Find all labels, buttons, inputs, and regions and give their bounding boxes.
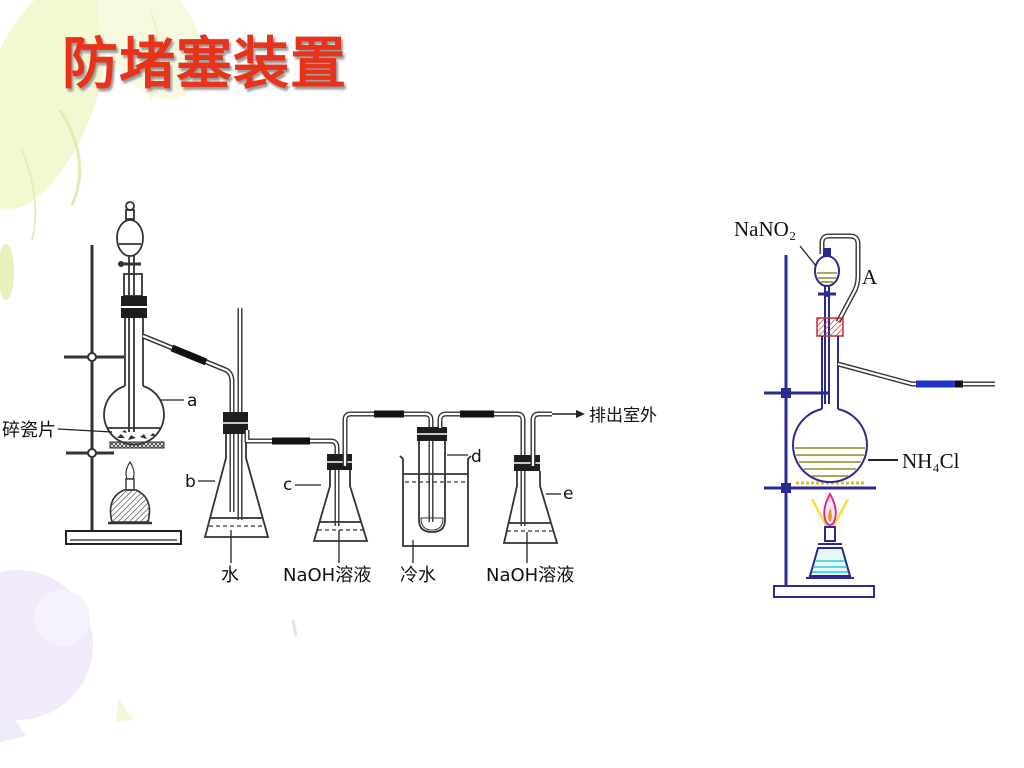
lamp-wick-holder <box>824 526 836 542</box>
label-d: d <box>471 447 482 467</box>
nano2-leader <box>799 245 817 267</box>
exhaust-arrow-head <box>576 410 585 418</box>
flask-b <box>203 308 270 538</box>
label-e: e <box>563 484 573 504</box>
funnel-bulb <box>814 255 840 287</box>
glass-tube-bore <box>531 412 552 466</box>
nh4cl-flask <box>792 317 868 484</box>
test-tube <box>418 441 446 533</box>
funnel-bulb <box>116 219 144 257</box>
leaf-shape <box>0 0 106 210</box>
porcelain-label: 碎瓷片 <box>2 420 56 441</box>
funnel-stopper-knob <box>125 201 135 211</box>
delivery-tube-d-to-e <box>437 410 526 526</box>
glass-tube <box>437 411 526 526</box>
tube-a-label: A <box>862 265 878 289</box>
delivery-tube-b-to-c <box>244 430 340 526</box>
water-label: 水 <box>221 565 239 586</box>
flask-b-body <box>203 434 270 538</box>
right-apparatus-labels: NaNO₂ A NH₄Cl <box>734 217 960 473</box>
left-apparatus-labels: 碎瓷片 a b c d e 水 NaOH溶液 冷水 NaOH溶液 <box>2 391 574 586</box>
label-c: c <box>283 475 292 495</box>
porcelain-fragments <box>117 430 156 440</box>
distillation-apparatus: 排出室外 碎瓷片 a b c d e 水 NaOH溶液 <box>2 201 657 586</box>
glass-tube-bore <box>142 334 234 512</box>
nh4cl-label: NH₄Cl <box>902 449 960 473</box>
stand-base <box>65 530 182 545</box>
label-a: a <box>187 391 197 411</box>
flask-e-body <box>502 471 559 544</box>
delivery-tube-c-to-d <box>342 410 434 522</box>
test-tube-condensate <box>420 517 444 531</box>
lamp-body <box>109 489 151 523</box>
upper-clamp-knob <box>87 352 97 362</box>
gas-outlet-tube <box>837 361 995 388</box>
upper-clamp-knob <box>781 388 791 398</box>
alcohol-lamp-right <box>806 492 854 579</box>
lamp-flame <box>125 460 135 480</box>
leaf-shape <box>0 244 14 300</box>
leaf-shape <box>97 0 203 100</box>
flame-core <box>828 508 832 521</box>
ring-stand-left <box>64 245 182 545</box>
leaf-vein <box>149 9 161 101</box>
lamp-body <box>808 547 852 577</box>
funnel-stopcock-knob <box>118 261 124 267</box>
beaker-body <box>399 455 472 547</box>
exhaust-outlet: 排出室外 <box>530 406 657 466</box>
slide-title: 防堵塞装置 <box>62 32 347 97</box>
flask-c-body <box>312 470 369 542</box>
background-decoration <box>0 0 298 742</box>
bubble-shape <box>0 570 93 720</box>
flask-e <box>502 455 559 544</box>
stroke-shape <box>291 619 298 637</box>
glass-tube-bore <box>245 430 339 526</box>
ring-stand-right <box>764 255 876 598</box>
flask-bulb <box>792 408 868 484</box>
separatory-funnel-left <box>116 201 144 432</box>
label-b: b <box>185 472 196 492</box>
stand-base <box>773 585 875 598</box>
leaf-vein <box>21 149 37 241</box>
nano2-label: NaNO₂ <box>734 217 796 241</box>
flask-stopper <box>816 317 844 337</box>
separatory-funnel-right <box>814 248 840 404</box>
wire-gauze-left <box>109 441 165 449</box>
bubble-shape <box>34 590 90 646</box>
triangle-shape <box>116 698 134 722</box>
funnel-holder-tube <box>123 273 143 297</box>
porcelain-leader <box>57 428 113 433</box>
funnel-stopper <box>823 248 831 256</box>
cold-water-beaker-d <box>399 427 472 547</box>
glass-tube-bore <box>820 234 860 323</box>
naoh-solution-e-label: NaOH溶液 <box>486 565 574 586</box>
flame-outer <box>810 498 850 528</box>
delivery-tube-a-to-b <box>142 333 235 512</box>
triangle-shape <box>0 700 26 742</box>
gauze-ring-knob <box>781 483 791 493</box>
lamp-wick-holder <box>125 478 135 491</box>
flask-c <box>312 454 369 542</box>
alcohol-lamp-left <box>108 460 152 525</box>
lower-clamp-knob <box>87 448 97 458</box>
naoh-solution-c-label: NaOH溶液 <box>283 565 371 586</box>
glass-tube-bore <box>438 412 525 526</box>
funnel-stopper <box>125 209 135 220</box>
rubber-tube <box>170 344 208 366</box>
cold-water-label: 冷水 <box>400 565 436 586</box>
tube-a <box>819 233 861 324</box>
leaf-vein <box>58 109 82 206</box>
exhaust-label: 排出室外 <box>589 406 657 426</box>
nitrogen-generator-apparatus: NaNO₂ A NH₄Cl <box>734 217 995 598</box>
